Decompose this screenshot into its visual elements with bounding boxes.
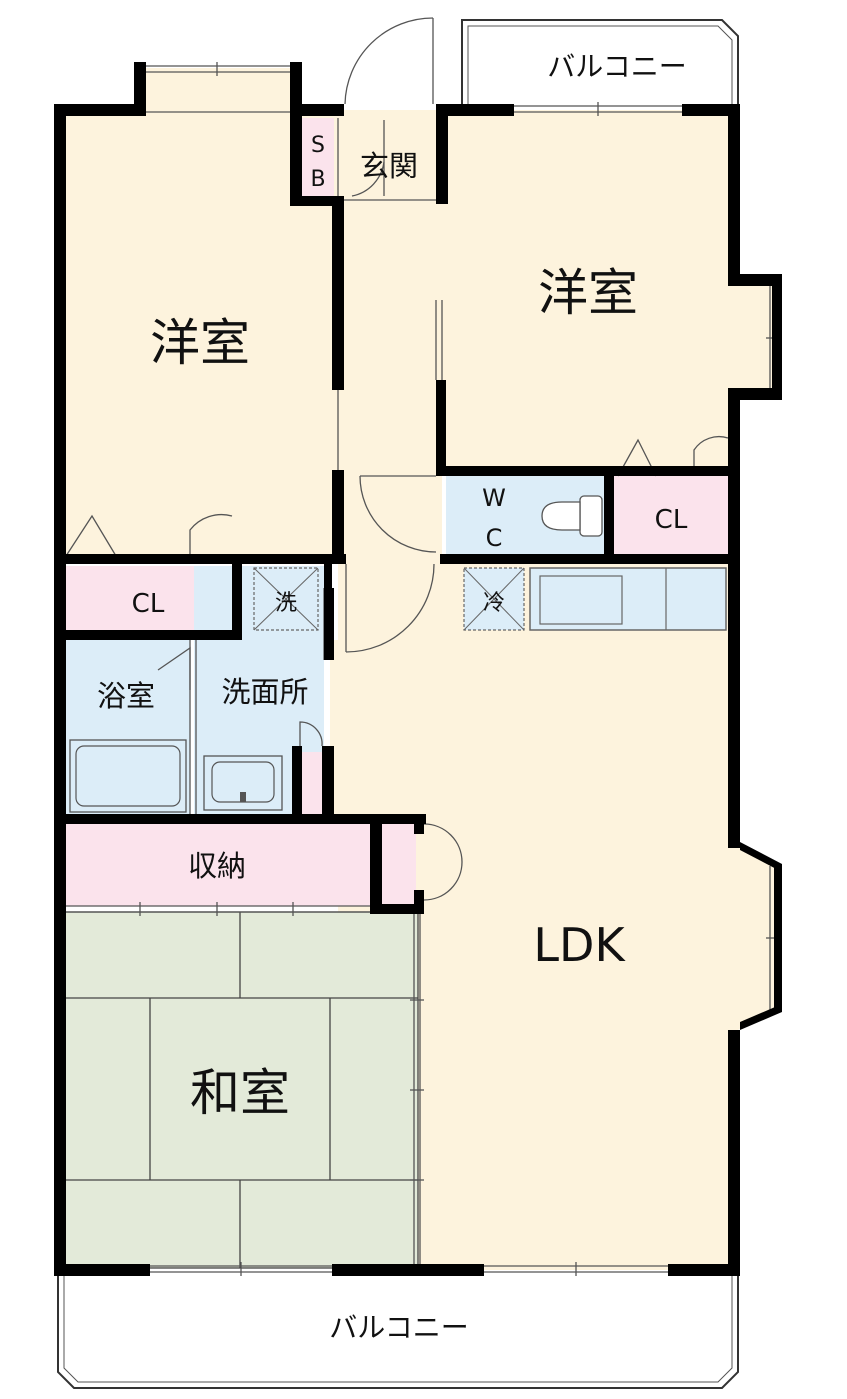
balcony-top <box>461 19 739 104</box>
fridge-space <box>463 567 525 631</box>
balcony-bottom <box>57 1272 739 1389</box>
entrance-label: 玄関 <box>360 149 418 183</box>
wc-label-bottom: C <box>486 524 503 552</box>
storage-floor <box>64 822 372 906</box>
shoe-box-label-top: S <box>311 133 325 158</box>
bay-alcove-left <box>142 68 294 114</box>
room-japanese <box>64 912 418 1268</box>
room-western-right <box>442 110 732 468</box>
balcony-bottom-label: バルコニー <box>329 1311 468 1344</box>
wc-label-top: W <box>482 484 506 512</box>
toilet <box>541 495 603 537</box>
shoe-box-floor <box>302 118 334 198</box>
bathtub <box>69 739 187 813</box>
room-japanese-label: 和室 <box>190 1064 290 1122</box>
washroom-label: 洗面所 <box>221 675 308 709</box>
door-swings <box>65 17 729 901</box>
kitchen-counter <box>529 567 727 631</box>
narrow-closet-floor <box>302 752 324 814</box>
bay-window-ldk <box>730 842 778 1034</box>
washing-machine-space <box>253 567 319 631</box>
walls <box>54 62 782 1276</box>
entrance-floor <box>342 116 440 198</box>
room-western-right-label: 洋室 <box>538 264 638 322</box>
room-ldk-label: LDK <box>533 918 626 972</box>
closet-right-label: CL <box>655 505 688 535</box>
bathroom-label: 浴室 <box>97 679 155 713</box>
washing-space-label: 洗 <box>275 591 297 616</box>
labels: バルコニー バルコニー 洋室 洋室 LDK 和室 玄関 S B W C CL C… <box>97 50 688 1344</box>
shoe-box-label-bottom: B <box>310 167 325 192</box>
wash-basin <box>203 755 283 811</box>
storage-label: 収納 <box>188 849 246 883</box>
thin-lines <box>66 62 782 1276</box>
small-closet-floor <box>380 822 416 906</box>
fridge-space-label: 冷 <box>483 591 505 616</box>
balcony-top-label: バルコニー <box>547 50 686 83</box>
closet-right-floor <box>612 474 730 556</box>
room-western-left-label: 洋室 <box>150 314 250 372</box>
closet-left-label: CL <box>132 589 165 619</box>
